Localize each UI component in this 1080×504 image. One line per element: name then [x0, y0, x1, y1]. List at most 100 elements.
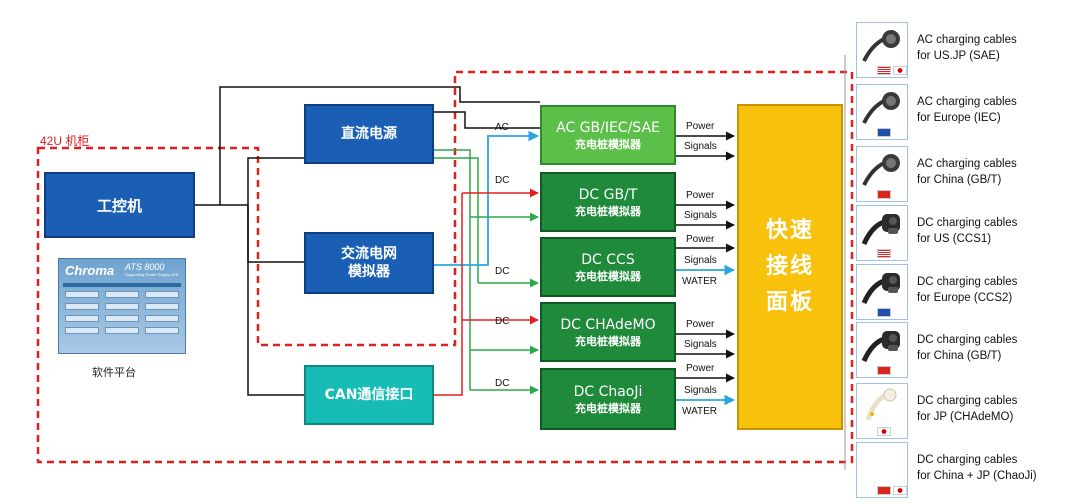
cable-label-line2: for China (GB/T): [917, 174, 1002, 186]
flag-cn-icon: [877, 486, 891, 495]
ats-model: ATS 8000: [125, 262, 165, 272]
output-label-water: WATER: [682, 406, 717, 417]
cable-thumbnail: [856, 146, 908, 202]
output-label-power: Power: [686, 190, 715, 201]
chaoji-plug-icon: [858, 445, 908, 485]
dc-plug-icon: [861, 214, 900, 246]
cable-label-line1: DC charging cables: [917, 276, 1018, 288]
simulator-title: DC GB/T: [578, 186, 638, 203]
cable-label-line2: for China (GB/T): [917, 350, 1002, 362]
grid-sim-line1: 交流电网: [341, 246, 397, 262]
simulator-dc-chaoji-box: DC ChaoJi 充电桩模拟器: [540, 368, 676, 430]
cable-thumbnail: [856, 264, 908, 320]
cable-label: DC charging cables for Europe (CCS2): [917, 274, 1017, 306]
simulator-subtitle: 充电桩模拟器: [575, 269, 641, 283]
output-label-signals: Signals: [684, 141, 717, 152]
flag-eu-icon: [877, 128, 891, 137]
input-label-dc: DC: [495, 266, 510, 277]
ats-button: [145, 315, 179, 322]
flag-cn-icon: [877, 190, 891, 199]
ats-button: [65, 327, 99, 334]
can-interface-box: CAN通信接口: [304, 365, 434, 425]
grid-simulator-box: 交流电网 模拟器: [304, 232, 434, 294]
simulator-title: DC ChaoJi: [573, 383, 643, 400]
cable-label-line1: DC charging cables: [917, 395, 1018, 407]
ats-subtitle: Supporting Power Supply ATE: [125, 272, 179, 277]
cable-thumbnail: [856, 322, 908, 378]
output-label-power: Power: [686, 363, 715, 374]
cable-label: AC charging cables for China (GB/T): [917, 156, 1017, 188]
output-label-signals: Signals: [684, 385, 717, 396]
input-label-dc: DC: [495, 175, 510, 186]
panel-line2: 接线: [765, 254, 814, 279]
panel-line1: 快速: [765, 218, 814, 243]
output-label-power: Power: [686, 121, 715, 132]
cable-label-line1: DC charging cables: [917, 217, 1018, 229]
panel-line3: 面板: [765, 290, 814, 315]
cable-label: DC charging cables for US (CCS1): [917, 215, 1017, 247]
cable-label-line2: for US.JP (SAE): [917, 50, 1000, 62]
flag-jp-icon: [877, 427, 891, 436]
ats-button: [65, 315, 99, 322]
simulator-subtitle: 充电桩模拟器: [575, 334, 641, 348]
simulator-title: DC CCS: [581, 251, 635, 268]
ats-menu-bar: [63, 283, 181, 287]
flag-cn-icon: [877, 366, 891, 375]
cable-label-line2: for Europe (CCS2): [917, 292, 1013, 304]
output-label-signals: Signals: [684, 210, 717, 221]
quick-connect-panel: 快速 接线 面板: [737, 104, 843, 430]
flag-jp-icon: [893, 66, 907, 75]
simulator-ac-box: AC GB/IEC/SAE 充电桩模拟器: [540, 105, 676, 165]
ats-button: [105, 315, 139, 322]
dc-supply-box: 直流电源: [304, 104, 434, 164]
platform-caption: 软件平台: [92, 366, 136, 379]
cable-label-line1: AC charging cables: [917, 96, 1017, 108]
ats-button: [65, 291, 99, 298]
simulator-dc-chademo-box: DC CHAdeMO 充电桩模拟器: [540, 302, 676, 362]
simulator-title: DC CHAdeMO: [560, 316, 656, 333]
simulator-subtitle: 充电桩模拟器: [575, 204, 641, 218]
ats-button: [145, 291, 179, 298]
flag-us-icon: [877, 249, 891, 258]
input-label-dc: DC: [495, 316, 510, 327]
grid-sim-line2: 模拟器: [348, 264, 390, 280]
ac-plug-icon: [862, 92, 900, 124]
ats-brand: Chroma: [65, 263, 115, 278]
dc-supply-label: 直流电源: [341, 126, 397, 142]
ats-software-screenshot: Chroma ATS 8000 Supporting Power Supply …: [58, 258, 186, 354]
ats-button: [105, 327, 139, 334]
ac-plug-icon: [862, 30, 900, 62]
simulator-dc-gbt-box: DC GB/T 充电桩模拟器: [540, 172, 676, 232]
cable-thumbnail: [856, 22, 908, 78]
cable-label-line1: DC charging cables: [917, 454, 1018, 466]
ats-button: [145, 303, 179, 310]
cabinet-label: 42U 机柜: [40, 134, 90, 148]
cable-label: AC charging cables for Europe (IEC): [917, 94, 1017, 126]
ac-plug-icon: [862, 154, 900, 186]
simulator-subtitle: 充电桩模拟器: [575, 401, 641, 415]
cable-label-line1: AC charging cables: [917, 158, 1017, 170]
cable-thumbnail: [856, 84, 908, 140]
flag-eu-icon: [877, 308, 891, 317]
cable-label-line2: for US (CCS1): [917, 233, 992, 245]
output-label-water: WATER: [682, 276, 717, 287]
cable-thumbnail: [856, 442, 908, 498]
output-label-power: Power: [686, 319, 715, 330]
dc-plug-icon: [861, 331, 900, 363]
flag-jp-icon: [893, 486, 907, 495]
output-label-power: Power: [686, 234, 715, 245]
dc-plug-icon: [861, 273, 900, 305]
ats-button: [105, 291, 139, 298]
cable-thumbnail: [856, 383, 908, 439]
cable-thumbnail: [856, 205, 908, 261]
output-label-signals: Signals: [684, 255, 717, 266]
simulator-title: AC GB/IEC/SAE: [556, 119, 660, 136]
cable-label-line2: for Europe (IEC): [917, 112, 1001, 124]
flag-us-icon: [877, 66, 891, 75]
chademo-plug-icon: [865, 388, 897, 421]
